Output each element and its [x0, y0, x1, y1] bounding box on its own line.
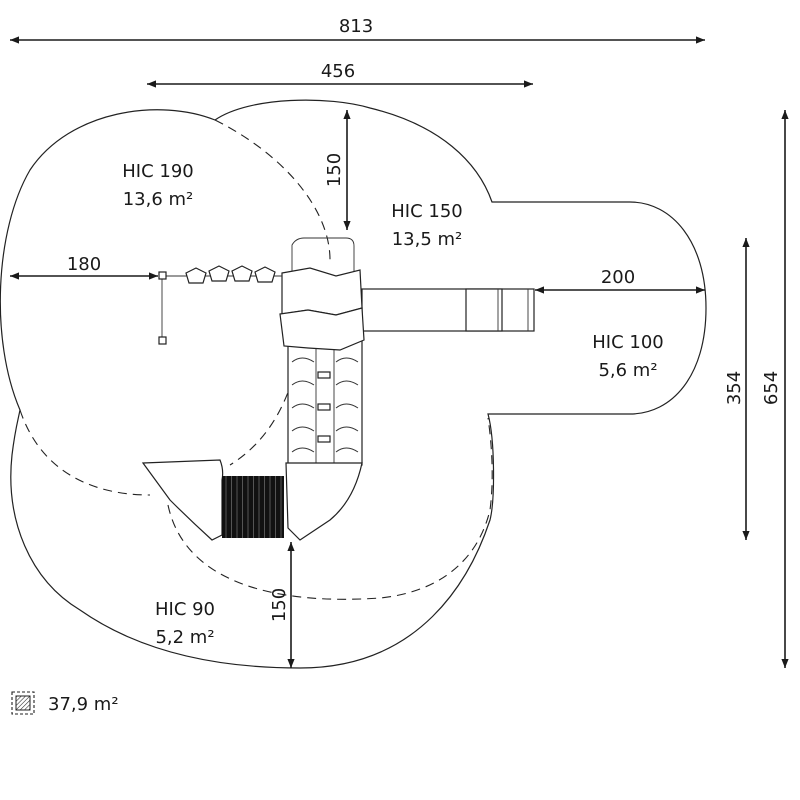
zone-boundary-lower	[167, 417, 493, 600]
legend-total-area: 37,9 m²	[48, 694, 119, 715]
rope-bridge	[158, 265, 282, 345]
zone-hic-90-label: HIC 90	[155, 599, 215, 620]
zone-hic-150-area: 13,5 m²	[392, 229, 463, 250]
dim-structure-width: 456	[321, 61, 355, 82]
lower-deck	[285, 462, 363, 541]
slide	[361, 288, 535, 332]
zone-hic-190-area: 13,6 m²	[123, 189, 194, 210]
dim-left-clearance: 180	[67, 254, 101, 275]
zone-boundary-upper	[214, 119, 331, 261]
dim-overall-width: 813	[339, 16, 373, 37]
crawl-tunnel	[222, 476, 284, 538]
climbing-ladder	[287, 339, 363, 466]
zone-hic-90-area: 5,2 m²	[155, 627, 214, 648]
dim-slide-zone-depth: 354	[724, 371, 745, 405]
dim-right-clearance: 200	[601, 267, 635, 288]
dim-top-clearance: 150	[324, 153, 345, 187]
dim-overall-depth: 654	[761, 371, 782, 405]
safety-zone-outline	[0, 99, 707, 669]
zone-boundary-left	[19, 409, 151, 496]
zone-hic-150-label: HIC 150	[391, 201, 463, 222]
zone-hic-190-label: HIC 190	[122, 161, 194, 182]
small-platform	[141, 459, 224, 541]
tower	[279, 237, 365, 351]
zone-hic-100-area: 5,6 m²	[598, 360, 657, 381]
dim-bottom-clearance: 150	[269, 588, 290, 622]
hatched-square-icon	[11, 691, 35, 715]
zone-hic-100-label: HIC 100	[592, 332, 664, 353]
